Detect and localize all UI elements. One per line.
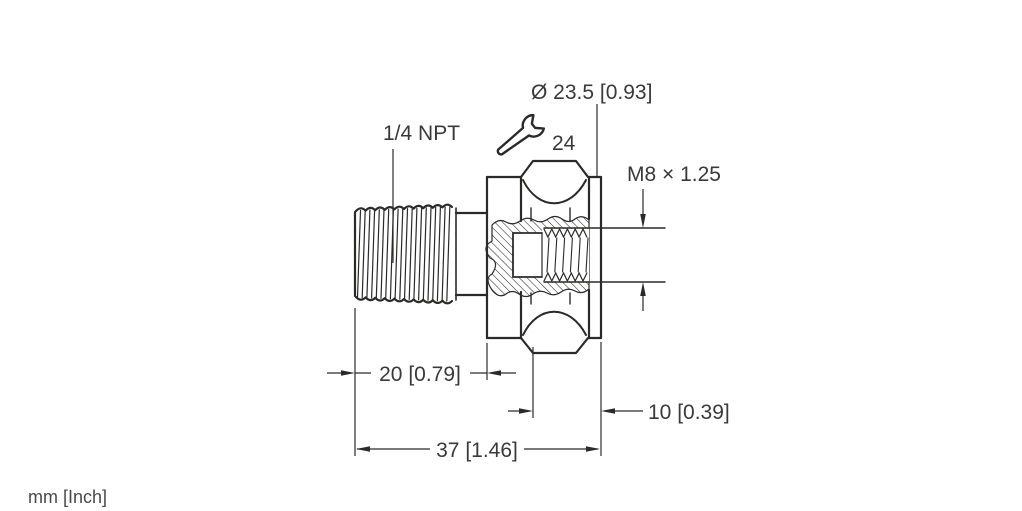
flange-section — [485, 175, 523, 340]
end-cap-section — [587, 175, 603, 340]
m8-thread-profile-top — [543, 227, 588, 239]
units-note: mm [Inch] — [28, 487, 107, 507]
arrow-37-right — [586, 446, 600, 452]
broken-out-section — [485, 215, 666, 298]
wrench-icon — [496, 113, 546, 156]
m8-thread-flanks — [546, 237, 589, 273]
dim-text-37: 37 [1.46] — [436, 439, 518, 462]
hex-face-edges — [530, 207, 571, 305]
m8-thread-profile-bottom — [543, 271, 588, 283]
arrow-m8-top — [640, 214, 646, 228]
arrow-37-left — [356, 446, 370, 452]
npt-thread-section — [353, 203, 457, 305]
pilot-hole — [513, 233, 542, 277]
arrow-10-right — [601, 408, 615, 414]
hex-bottom-face-arc — [522, 310, 587, 336]
dimension-lines — [327, 104, 644, 456]
pilot-hole-outline — [512, 232, 543, 278]
arrowheads — [341, 214, 646, 452]
diameter-label: Ø 23.5 [0.93] — [531, 81, 652, 104]
dim-text-10: 10 [0.39] — [648, 401, 730, 424]
thread-bore — [542, 228, 589, 282]
hex-top-face-arc — [522, 179, 587, 205]
npt-label: 1/4 NPT — [383, 122, 460, 145]
arrow-10-left — [519, 408, 533, 414]
labels: 1/4 NPT 24 Ø 23.5 [0.93] M8 × 1.25 20 [0… — [28, 81, 730, 507]
adapter-body — [353, 159, 603, 355]
dim-text-20: 20 [0.79] — [379, 363, 461, 386]
arrow-m8-bottom — [640, 282, 646, 296]
m8-thread-label: M8 × 1.25 — [627, 163, 721, 186]
arrow-20-right — [487, 370, 501, 376]
cylinder-section — [454, 211, 489, 297]
wrench-size-label: 24 — [552, 132, 576, 155]
arrow-20-left — [341, 370, 355, 376]
hex-section — [519, 159, 591, 355]
